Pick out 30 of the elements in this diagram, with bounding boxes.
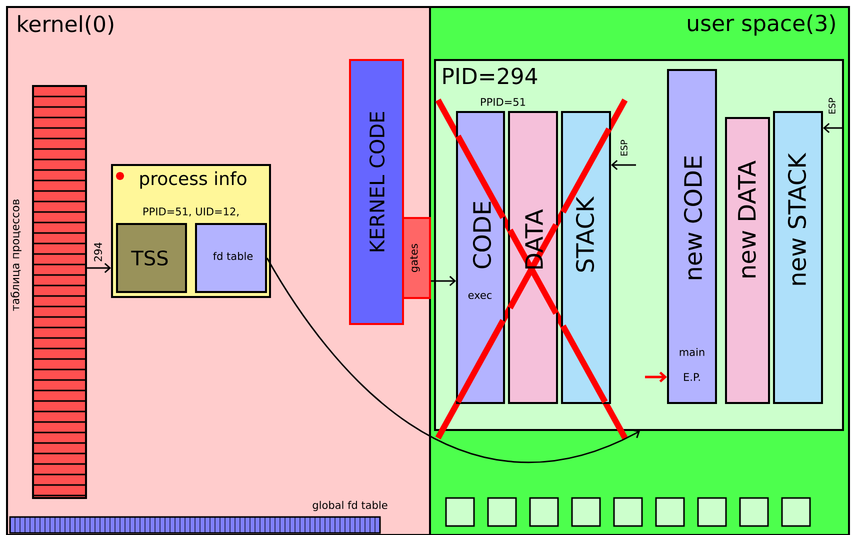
memory-square	[613, 497, 643, 527]
segment-box: new CODE main E.P.	[667, 69, 717, 404]
table-caption: таблица процессов	[10, 199, 22, 311]
arrow	[431, 276, 456, 286]
segment-box: DATA	[507, 111, 559, 404]
arrow	[87, 262, 112, 274]
memory-square	[739, 497, 769, 527]
kernel-code-box: KERNEL CODE	[349, 59, 404, 325]
table-caption: global fd table	[312, 500, 388, 512]
memory-square	[697, 497, 727, 527]
memory-square	[571, 497, 601, 527]
segment-box: new DATA	[725, 117, 770, 404]
edge-label: ESP	[620, 140, 628, 156]
tss-box: TSS	[116, 223, 187, 293]
memory-square	[781, 497, 811, 527]
edge-label: 294	[94, 242, 102, 262]
segment-box: CODE exec	[455, 111, 506, 404]
fd-table-box: fd table	[195, 223, 267, 293]
arrow	[645, 372, 667, 382]
gates-box: gates	[402, 217, 431, 299]
segment-box: new STACK	[773, 111, 823, 404]
arrow	[823, 122, 842, 134]
edge-label: ESP	[828, 98, 836, 114]
memory-square	[445, 497, 475, 527]
segment-box: STACK	[560, 111, 612, 404]
memory-square	[487, 497, 517, 527]
arrow	[266, 258, 640, 463]
arrow	[611, 160, 636, 170]
memory-square	[529, 497, 559, 527]
memory-square	[655, 497, 685, 527]
